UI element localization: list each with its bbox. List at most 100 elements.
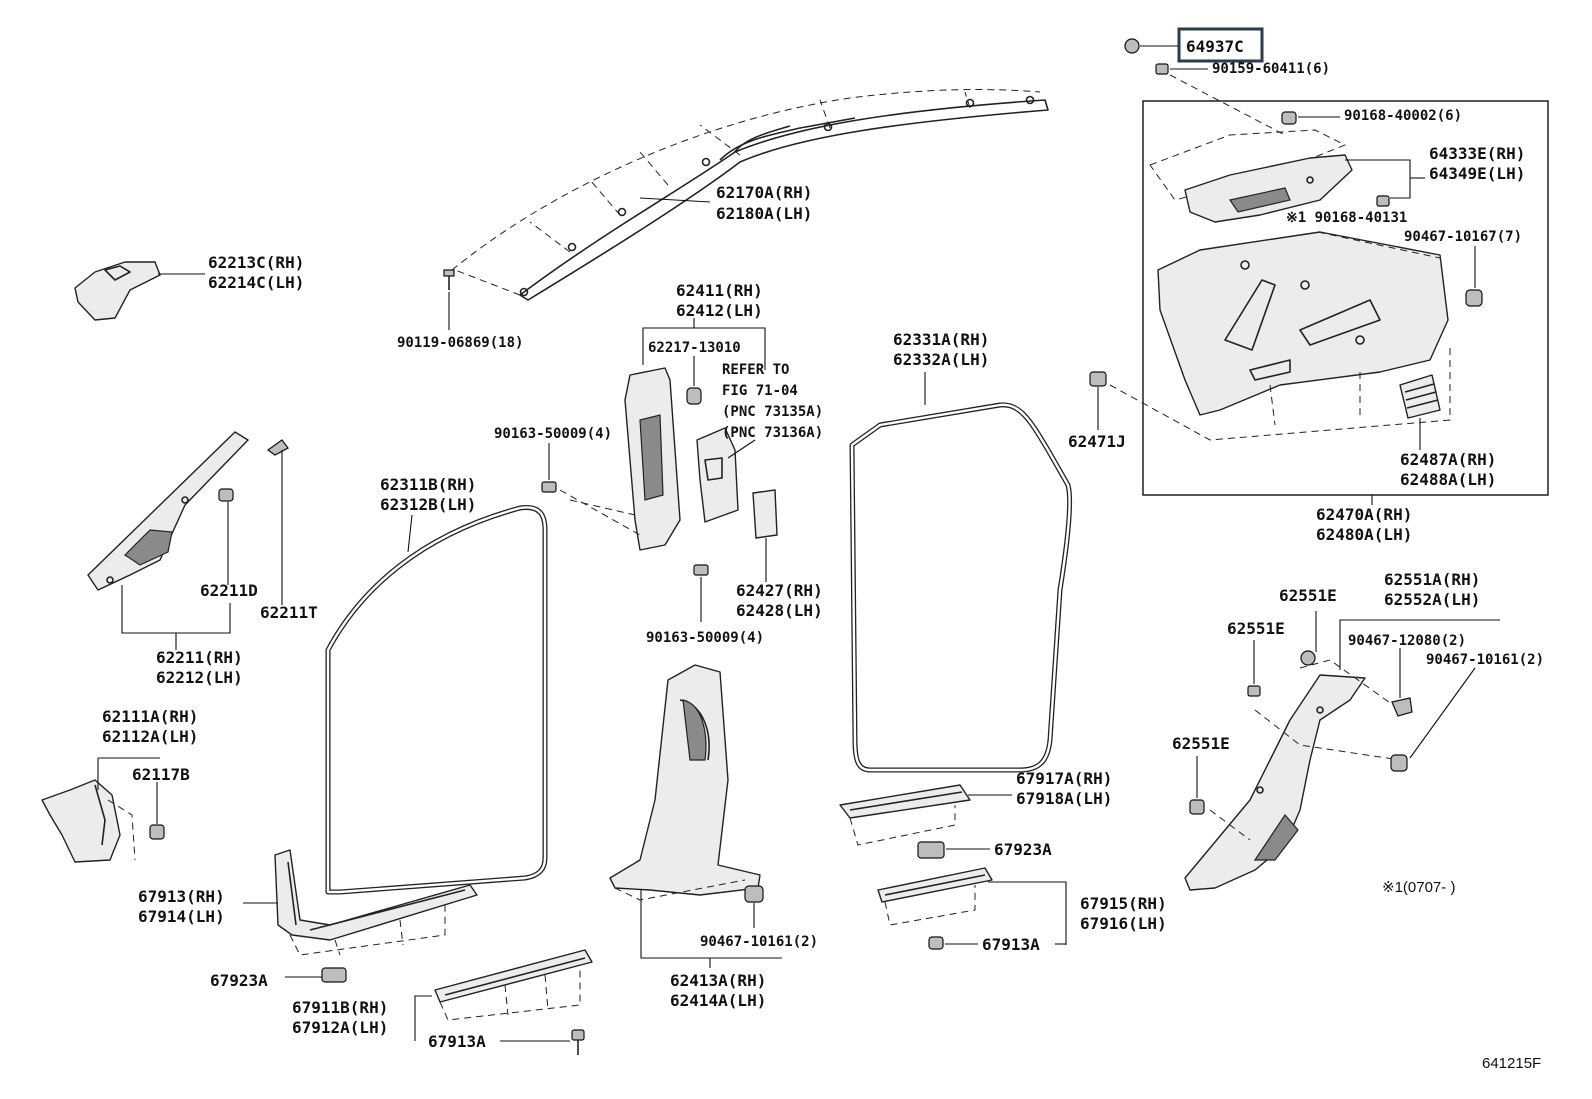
- label-67915: 67915(RH): [1080, 894, 1167, 913]
- label-90159-60411: 90159-60411(6): [1212, 61, 1330, 77]
- label-67911B: 67911B(RH): [292, 998, 388, 1017]
- label-62212: 62212(LH): [156, 668, 243, 687]
- screw-icon: [1247, 685, 1261, 697]
- clip-icon: [1281, 111, 1297, 125]
- cap-icon: [1124, 38, 1140, 54]
- note-refer-line3: (PNC 73135A): [722, 404, 823, 420]
- clip-icon: [917, 841, 945, 859]
- screw-icon: [571, 1029, 585, 1055]
- cowl-side-trim: [41, 779, 136, 863]
- label-62413A: 62413A(RH): [670, 971, 766, 990]
- label-90467-10161-right: 90467-10161(2): [1426, 652, 1544, 668]
- screw-icon: [443, 269, 455, 290]
- label-67916: 67916(LH): [1080, 914, 1167, 933]
- label-62551A: 62551A(RH): [1384, 570, 1480, 589]
- label-62180A: 62180A(LH): [716, 204, 812, 223]
- label-62331A: 62331A(RH): [893, 330, 989, 349]
- front-door-weatherstrip: [325, 504, 548, 895]
- vent-grille: [1399, 374, 1441, 419]
- label-67918A: 67918A(LH): [1016, 789, 1112, 808]
- label-62551E-top: 62551E: [1279, 586, 1337, 605]
- screw-icon: [928, 936, 944, 950]
- label-62551E-bottom: 62551E: [1172, 734, 1230, 753]
- label-67914: 67914(LH): [138, 907, 225, 926]
- rear-door-sill-plate: [877, 867, 993, 926]
- label-64349E: 64349E(LH): [1429, 164, 1525, 183]
- clip-icon: [1465, 289, 1483, 307]
- label-62488A: 62488A(LH): [1400, 470, 1496, 489]
- label-62552A: 62552A(LH): [1384, 590, 1480, 609]
- label-67913: 67913(RH): [138, 887, 225, 906]
- clip-icon: [1390, 754, 1408, 772]
- label-64937C: 64937C: [1186, 37, 1244, 56]
- roof-side-rail-airbag: [451, 89, 1049, 301]
- quarter-trim-panel: [1109, 231, 1451, 441]
- label-62332A: 62332A(LH): [893, 350, 989, 369]
- rear-scuff-plate: [839, 784, 971, 846]
- note-refer-line4: (PNC 73136A): [722, 425, 823, 441]
- clip-icon: [149, 824, 165, 840]
- clip-icon: [1391, 697, 1413, 717]
- label-67913A-left: 67913A: [428, 1032, 486, 1051]
- front-door-sill-plate: [434, 949, 593, 1021]
- clip-icon: [218, 488, 234, 502]
- note-refer-line1: REFER TO: [722, 362, 789, 378]
- label-62427: 62427(RH): [736, 581, 823, 600]
- label-62470A: 62470A(RH): [1316, 505, 1412, 524]
- label-62312B: 62312B(LH): [380, 495, 476, 514]
- label-90467-10161-center: 90467-10161(2): [700, 934, 818, 950]
- clip-icon: [1189, 799, 1205, 815]
- center-pillar-upper-garnish: [559, 367, 739, 551]
- label-67913A-right: 67913A: [982, 935, 1040, 954]
- label-62411: 62411(RH): [676, 281, 763, 300]
- pillar-pad-62427: [752, 489, 778, 539]
- label-64333E: 64333E(RH): [1429, 144, 1525, 163]
- screw-icon: [1376, 195, 1390, 207]
- label-62471J: 62471J: [1068, 432, 1126, 451]
- label-62213C: 62213C(RH): [208, 253, 304, 272]
- label-62211T: 62211T: [260, 603, 318, 622]
- figure-code: 641215F: [1482, 1055, 1541, 1072]
- label-62414A: 62414A(LH): [670, 991, 766, 1010]
- label-62480A: 62480A(LH): [1316, 525, 1412, 544]
- clip-icon: [266, 439, 289, 456]
- label-62551E-middle: 62551E: [1227, 619, 1285, 638]
- note-refer-line2: FIG 71-04: [722, 383, 798, 399]
- label-62214C: 62214C(LH): [208, 273, 304, 292]
- label-90163-50009-upper: 90163-50009(4): [494, 426, 612, 442]
- clip-icon: [686, 387, 702, 405]
- label-62428: 62428(LH): [736, 601, 823, 620]
- assembly-box: [1142, 100, 1549, 496]
- bracket-62213c-icon: [74, 261, 161, 321]
- screw-icon: [541, 481, 557, 493]
- note-serial-range: ※1(0707- ): [1382, 879, 1455, 896]
- label-62112A: 62112A(LH): [102, 727, 198, 746]
- label-90467-10167: 90467-10167(7): [1404, 229, 1522, 245]
- screw-icon: [1155, 63, 1169, 75]
- label-62412: 62412(LH): [676, 301, 763, 320]
- label-90168-40002: 90168-40002(6): [1344, 108, 1462, 124]
- label-62217-13010: 62217-13010: [648, 340, 741, 356]
- screw-icon: [693, 564, 709, 576]
- clip-icon: [321, 967, 347, 983]
- label-67917A: 67917A(RH): [1016, 769, 1112, 788]
- label-67923A-left: 67923A: [210, 971, 268, 990]
- front-scuff-plate: [274, 849, 478, 956]
- quarter-upper-trim: [1149, 129, 1353, 223]
- label-90119-06869: 90119-06869(18): [397, 335, 523, 351]
- front-pillar-garnish: [87, 431, 249, 591]
- label-67923A-right: 67923A: [994, 840, 1052, 859]
- label-62170A: 62170A(RH): [716, 183, 812, 202]
- label-62311B: 62311B(RH): [380, 475, 476, 494]
- cap-icon: [1300, 650, 1316, 666]
- label-62487A: 62487A(RH): [1400, 450, 1496, 469]
- center-pillar-lower-garnish: [609, 664, 761, 901]
- label-90467-12080: 90467-12080(2): [1348, 633, 1466, 649]
- screw-icon: [1089, 371, 1107, 387]
- label-90163-50009-lower: 90163-50009(4): [646, 630, 764, 646]
- label-62117B: 62117B: [132, 765, 190, 784]
- highlight-box: [1177, 27, 1264, 63]
- label-62211: 62211(RH): [156, 648, 243, 667]
- label-67912A: 67912A(LH): [292, 1018, 388, 1037]
